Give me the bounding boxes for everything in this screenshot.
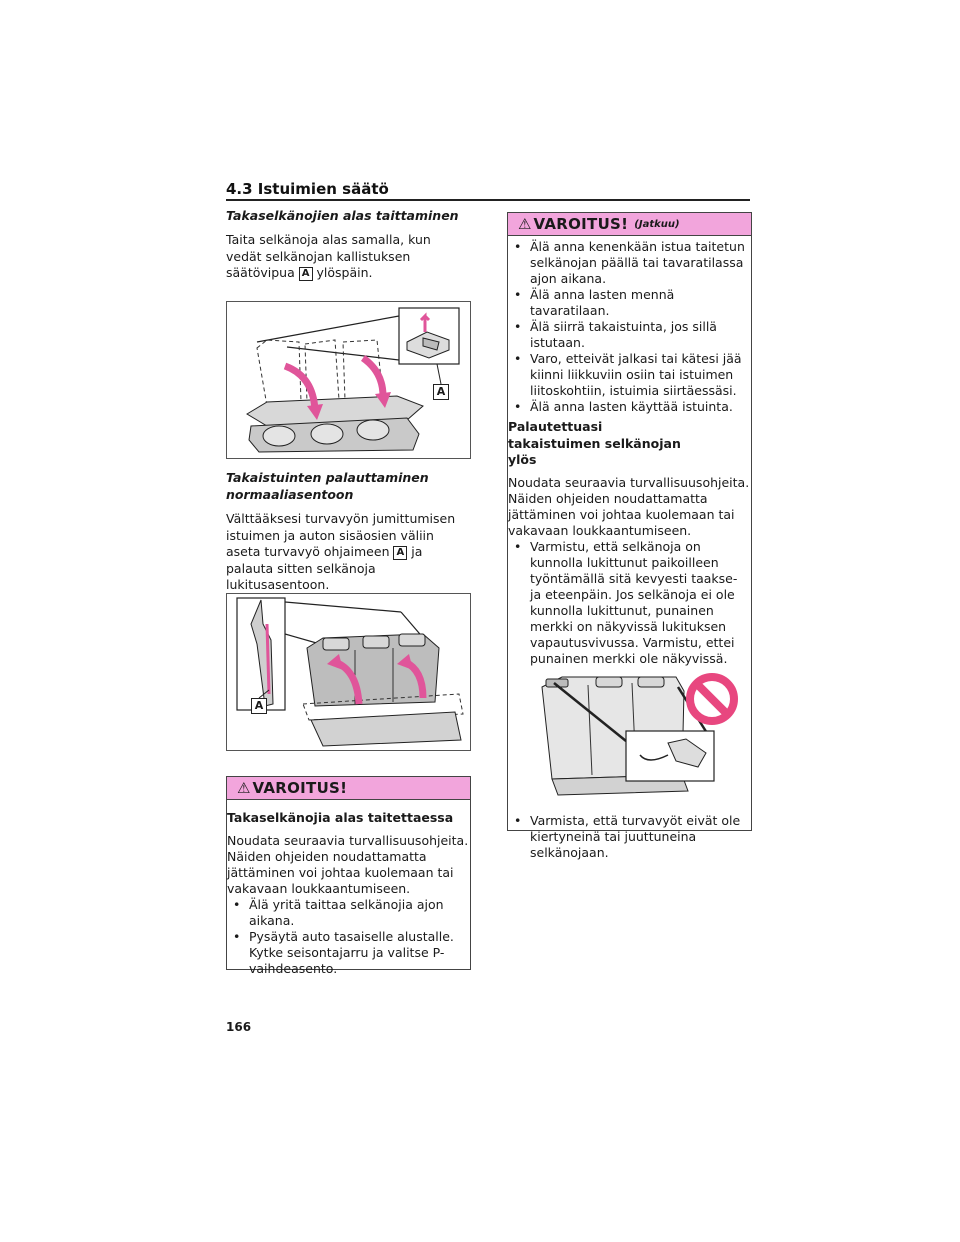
warning-bullet: Älä anna lasten mennä tavaratilaan.: [511, 287, 751, 319]
warning-triangle-icon: ⚠: [518, 215, 532, 233]
warning-bullet: Älä anna kenenkään istua taitetun selkän…: [511, 239, 751, 287]
warning-bullet: Älä yritä taittaa selkänojia ajon aikana…: [230, 897, 470, 929]
left-column-lower: Takaistuinten palauttaminen normaaliasen…: [226, 469, 470, 594]
warning-text: Noudata seuraavia turvallisuusohjeita. N…: [227, 832, 469, 896]
figure-label-a: A: [251, 698, 267, 714]
heading-fold-down: Takaselkänojien alas taittaminen: [226, 208, 459, 223]
warning-triangle-icon: ⚠: [237, 779, 251, 797]
para-fold-down-post: ylöspäin.: [316, 265, 373, 280]
heading-restore-line2: normaaliasentoon: [226, 487, 354, 502]
figure-fold-down: A: [226, 301, 471, 459]
warning-bullets-bottom: Varmista, että turvavyöt eivät ole kiert…: [508, 813, 751, 861]
warning-text: Noudata seuraavia turvallisuusohjeita. N…: [508, 474, 750, 538]
figure-restore: A: [226, 593, 471, 751]
left-column: Takaselkänojien alas taittaminen Taita s…: [226, 207, 470, 282]
figure-label-a: A: [433, 384, 449, 400]
seat-restore-illustration: [236, 597, 464, 747]
warning-subhead: Palautettuasi takaistuimen selkänojan yl…: [508, 419, 681, 467]
para-restore-post: ja palauta sitten selkänoja lukitusasent…: [226, 544, 423, 592]
heading-restore-line1: Takaistuinten palauttaminen: [226, 470, 429, 485]
key-a-label: A: [393, 545, 408, 560]
section-rule: [226, 199, 750, 201]
warning-title: VAROITUS!: [533, 215, 629, 233]
warning-box-right: ⚠ VAROITUS! (Jatkuu) Älä anna kenenkään …: [507, 212, 752, 860]
warning-continued: (Jatkuu): [634, 218, 680, 230]
warning-title: VAROITUS!: [252, 779, 348, 797]
warning-subhead: Takaselkänojia alas taitettaessa: [227, 810, 454, 825]
warning-bullet: Älä anna lasten käyttää istuinta.: [511, 399, 751, 415]
para-fold-down: Taita selkänoja alas samalla, kun vedät …: [226, 232, 470, 282]
lock-indicator-illustration: [541, 672, 738, 796]
para-fold-down-pre: Taita selkänoja alas samalla, kun vedät …: [226, 232, 431, 280]
warning-header: ⚠ VAROITUS!: [227, 777, 470, 800]
section-title: 4.3 Istuimien säätö: [226, 180, 389, 198]
warning-bullets-mid: Varmistu, että selkänoja on kunnolla luk…: [508, 539, 751, 667]
warning-bullet: Varmista, että turvavyöt eivät ole kiert…: [511, 813, 751, 861]
page-number: 166: [226, 1020, 252, 1034]
warning-bullet: Varmistu, että selkänoja on kunnolla luk…: [511, 539, 751, 667]
warning-bullets-top: Älä anna kenenkään istua taitetun selkän…: [508, 239, 751, 415]
para-restore: Välttääksesi turvavyön jumittumisen istu…: [226, 511, 470, 594]
warning-bullet: Pysäytä auto tasaiselle alustalle. Kytke…: [230, 929, 470, 977]
para-restore-pre: Välttääksesi turvavyön jumittumisen istu…: [226, 511, 456, 559]
warning-body: Takaselkänojia alas taitettaessa Noudata…: [227, 800, 470, 977]
warning-header: ⚠ VAROITUS! (Jatkuu): [508, 213, 751, 236]
warning-bullet: Älä siirrä takaistuinta, jos sillä istut…: [511, 319, 751, 351]
warning-body: Älä anna kenenkään istua taitetun selkän…: [508, 236, 751, 861]
key-a-label: A: [298, 266, 313, 281]
seat-fold-illustration: [246, 307, 460, 453]
figure-lock-indicator: [508, 671, 751, 799]
warning-bullet: Varo, etteivät jalkasi tai kätesi jää ki…: [511, 351, 751, 399]
warning-box-left: ⚠ VAROITUS! Takaselkänojia alas taitetta…: [226, 776, 471, 976]
warning-bullets: Älä yritä taittaa selkänojia ajon aikana…: [227, 897, 470, 977]
